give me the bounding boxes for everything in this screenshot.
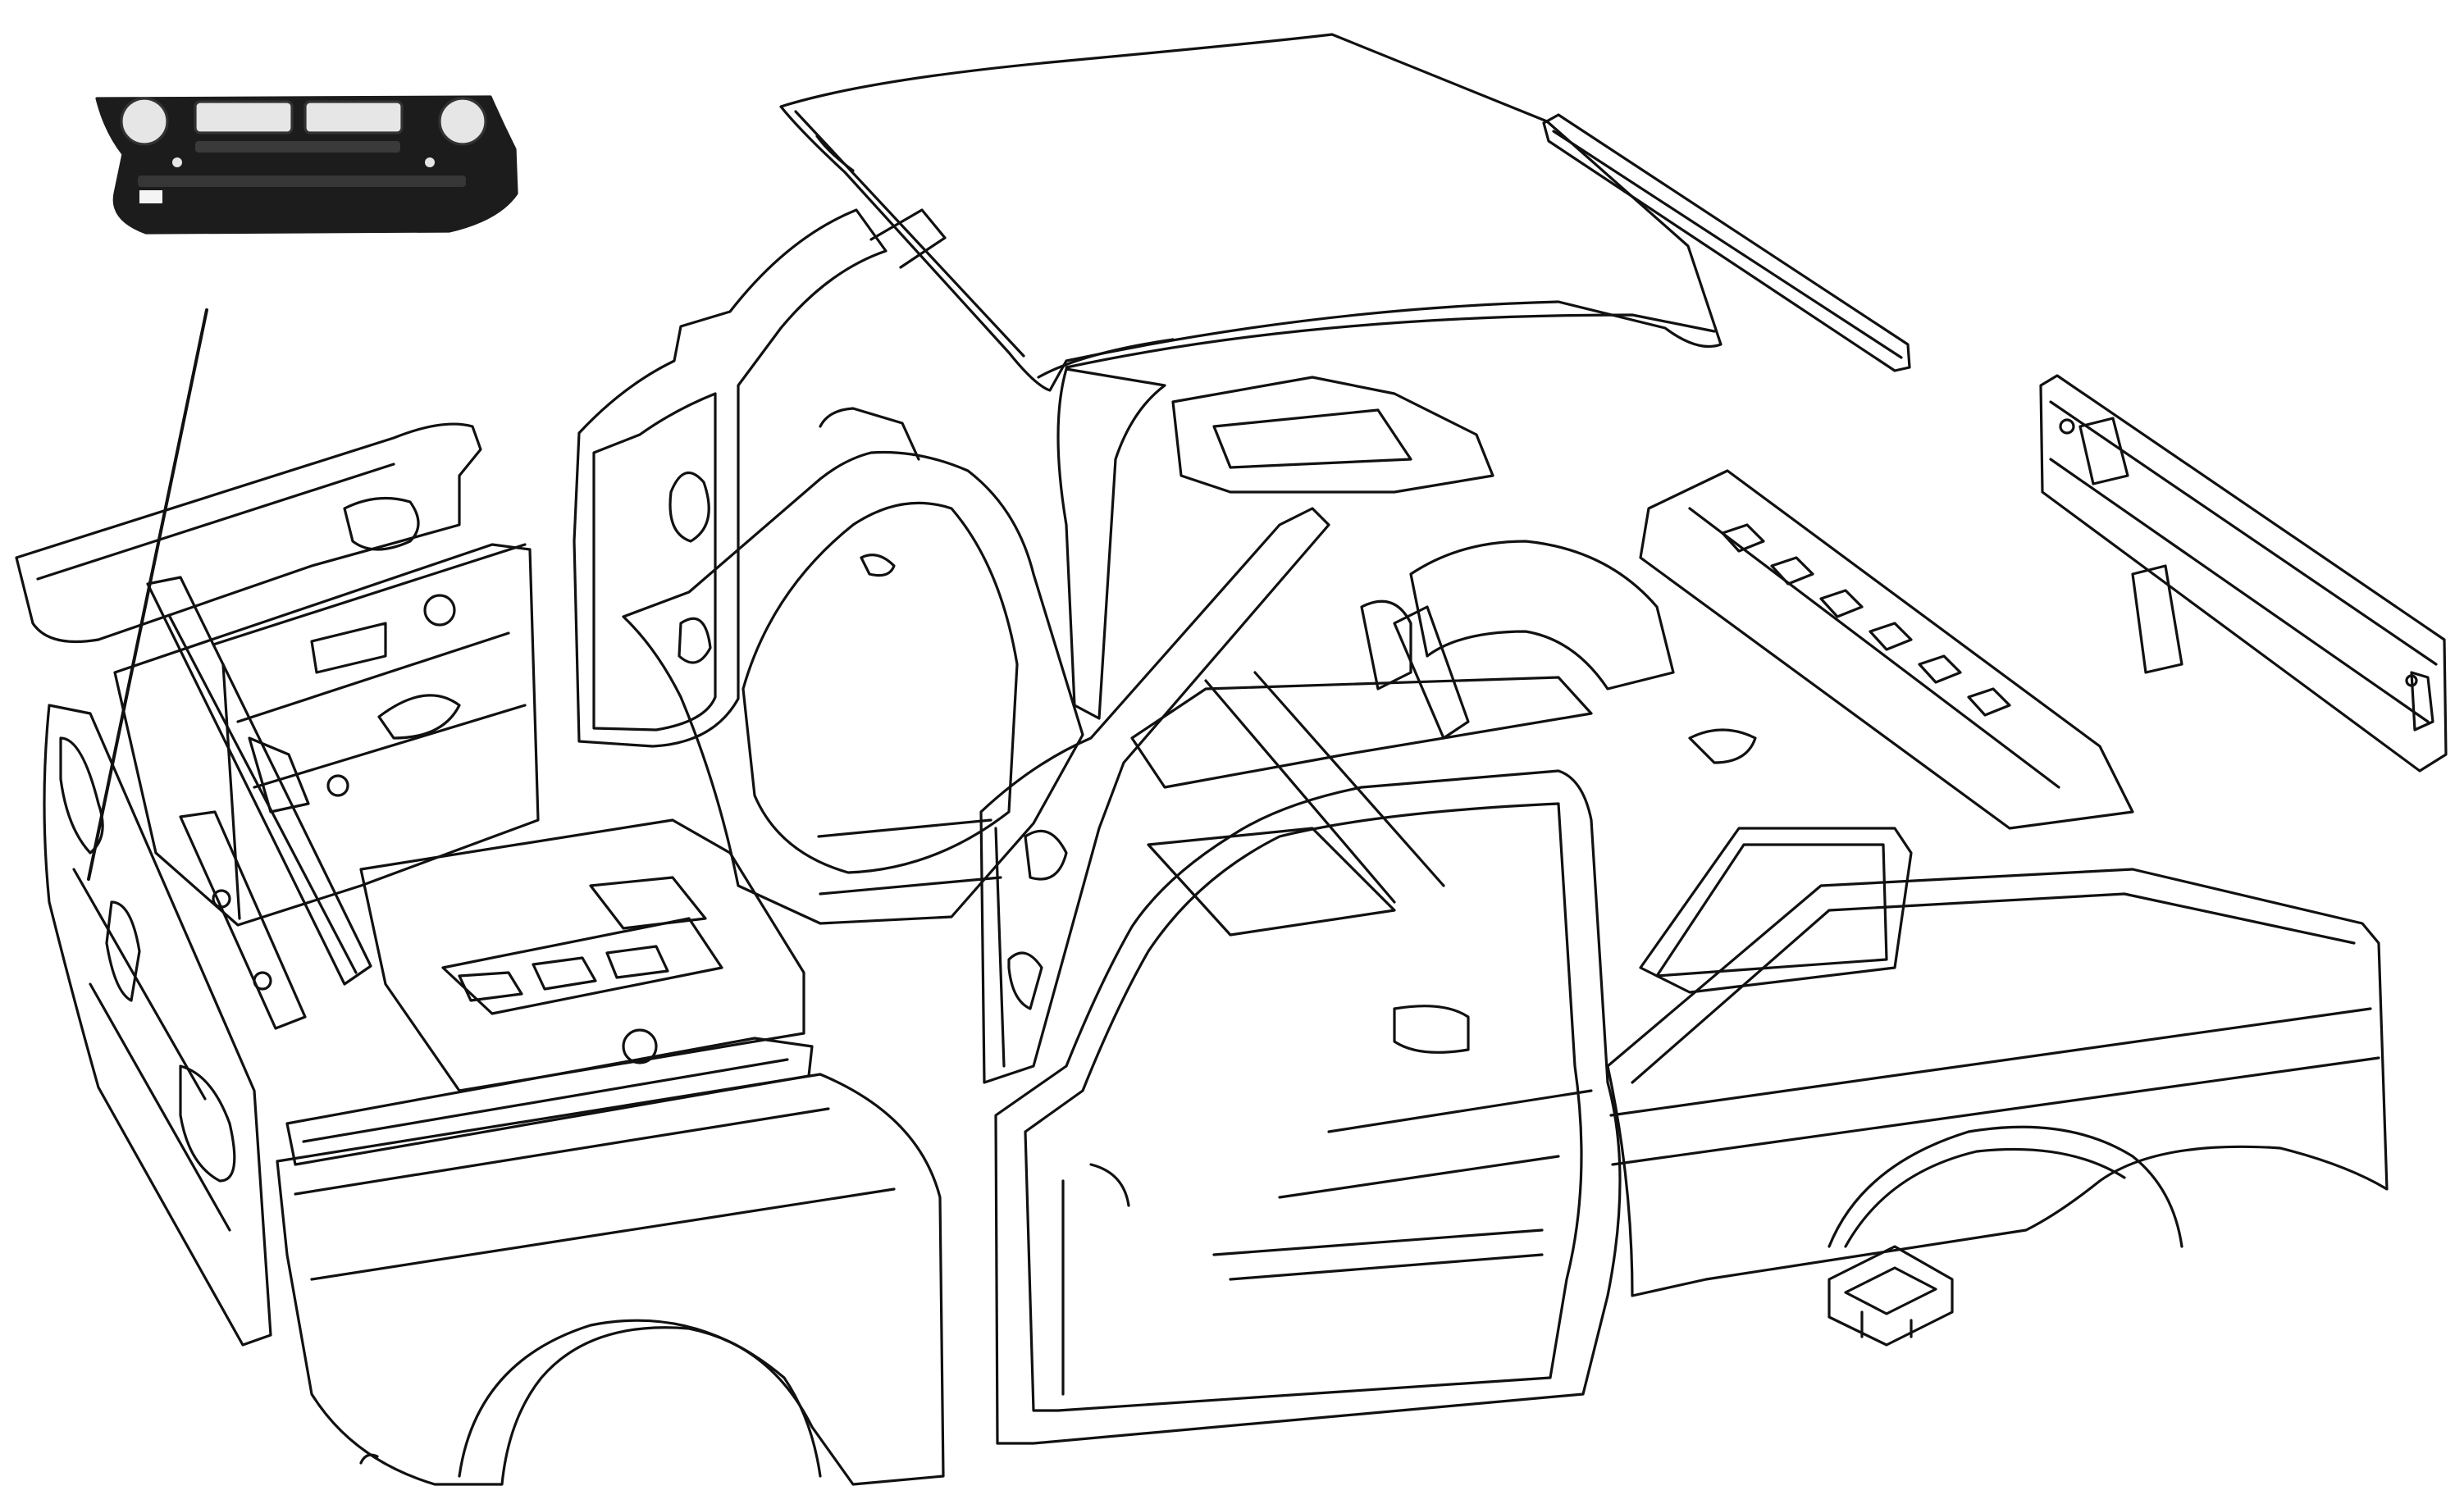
b-pillar (979, 507, 1330, 1084)
c-pillar-frame (1056, 367, 1494, 720)
front-sill-strip (285, 1037, 814, 1166)
front-crossmember (146, 576, 372, 1030)
front-panel (43, 704, 272, 1347)
right-front-wing (276, 1073, 945, 1486)
left-front-wing (15, 422, 482, 644)
roof-gutter-strip (1542, 113, 1911, 372)
rear-quarter-panel (1606, 827, 2389, 1297)
rear-panel (2039, 374, 2448, 773)
windscreen-frame (573, 208, 947, 748)
front-panel-photo (95, 95, 518, 235)
door-frame (994, 769, 1622, 1445)
rear-bracket (1827, 1245, 1954, 1347)
rear-wheel-arch (1827, 1125, 2183, 1248)
rear-wheelhouse (1360, 540, 1675, 740)
floor-pan (359, 818, 805, 1092)
rear-floor (1130, 671, 1593, 1199)
engine-bay (113, 543, 540, 927)
boot-floor (1639, 469, 2134, 830)
roof-panel (779, 33, 1723, 392)
firewall-scuttle (622, 407, 1084, 925)
callout-leader-line (87, 308, 208, 881)
